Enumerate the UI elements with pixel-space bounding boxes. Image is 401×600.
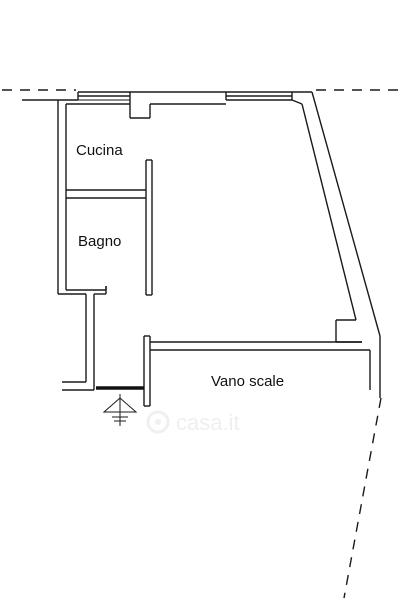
room-label-stairwell: Vano scale	[211, 373, 285, 390]
exterior-wall-left	[57, 100, 107, 391]
exterior-wall-right	[301, 91, 381, 343]
property-line-right	[343, 397, 382, 599]
partition-walls	[66, 159, 153, 296]
room-label-kitchen: Cucina	[76, 142, 123, 159]
room-label-bathroom: Bagno	[78, 233, 122, 250]
entrance-arrow-icon	[102, 394, 138, 426]
watermark-logo: casa.it	[146, 410, 240, 435]
interior-wall-top	[66, 99, 303, 119]
stairwell-walls	[143, 335, 381, 407]
exterior-wall-top	[22, 91, 312, 101]
watermark-text: casa.it	[176, 410, 240, 435]
